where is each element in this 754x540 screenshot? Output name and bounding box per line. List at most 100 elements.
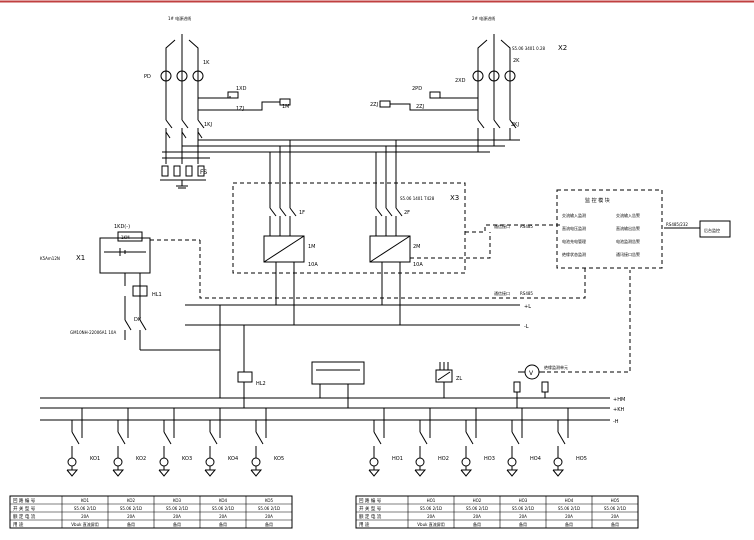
rect1-amp: 10A <box>308 262 318 268</box>
table-cell: KO3 <box>173 498 182 503</box>
table-cell: HO1 <box>427 498 436 503</box>
feeder-label-ko5: KO5 <box>274 456 284 462</box>
plus-l-label: +L <box>524 304 531 310</box>
table-cell: 20A <box>519 514 527 519</box>
feeder-breaker <box>506 408 523 477</box>
feeder-breaker <box>460 408 477 477</box>
zl-label: ZL <box>456 376 462 382</box>
rect2-amp: 10A <box>413 262 423 268</box>
table-cell: 备用 <box>173 521 181 527</box>
comm-label-1: 通信接口 <box>494 223 510 229</box>
table-cell: 备用 <box>265 521 273 527</box>
monitor-row-r3: 电池监测告警 <box>616 238 640 244</box>
x1-left-label: K5Am12N <box>40 256 60 261</box>
insulation-label: 绝缘监测单元 <box>544 364 568 370</box>
table-cell: 备用 <box>519 521 527 527</box>
monitor-row-3: 电池充电管理 <box>562 238 586 244</box>
table-row-header: 额 定 电 流 <box>359 513 382 520</box>
table-cell: KO1 <box>81 498 90 503</box>
feeder-label-ko3: KO3 <box>182 456 192 462</box>
zj1-label: 1ZJ <box>236 106 244 112</box>
feeder-breaker <box>414 408 431 477</box>
feeder-breaker <box>158 408 175 477</box>
table-cell: KO2 <box>127 498 136 503</box>
xd2-label: 2XD <box>455 78 466 84</box>
rs485-label-2: RS485 <box>520 291 533 296</box>
monitor-row-r2: 直流输出告警 <box>616 225 640 231</box>
upper-box-label: 后台监控 <box>704 227 720 233</box>
table-cell: 20A <box>473 514 481 519</box>
rs232-label: RS485/232 <box>666 222 688 227</box>
fs-label: FS <box>200 169 207 176</box>
rect2-name: 2M <box>413 244 421 250</box>
table-cell: HO3 <box>519 498 528 503</box>
pd2-label: 2PD <box>412 86 422 92</box>
table-cell: 20A <box>565 514 573 519</box>
table-cell: S5.06 2/1D <box>212 506 234 511</box>
feeder-breaker <box>552 408 569 477</box>
feeder-breaker <box>368 408 385 477</box>
table-cell: Vbuk 直流屏用 <box>417 521 444 527</box>
table-cell: 备用 <box>127 521 135 527</box>
monitor-row-2: 直流电压监测 <box>562 225 586 231</box>
table-cell: HO2 <box>473 498 482 503</box>
feeder-breaker <box>66 408 83 477</box>
hl2-label: HL2 <box>256 381 266 387</box>
table-cell: S5.06 2/1D <box>258 506 280 511</box>
table-cell: S5.06 2/1D <box>166 506 188 511</box>
feeder-label-ho5: HO5 <box>576 456 587 462</box>
table-cell: 20A <box>173 514 181 519</box>
dk-spec-label: GM10NH-22006A1 10A <box>70 330 116 335</box>
diagram-labels: 1# 电源进线 2# 电源进线 PD 1K 1XD 1M 1ZJ 1KJ FS … <box>40 15 720 425</box>
table-cell: 备用 <box>473 521 481 527</box>
table-cell: 20A <box>127 514 135 519</box>
kj-mid-label: 2ZJ <box>416 104 424 110</box>
table-row-header: 开 关 型 号 <box>13 505 36 512</box>
feeder-label-ho1: HO1 <box>392 456 403 462</box>
table-row-header: 回 路 编 号 <box>359 497 382 504</box>
feeder-labels: KO1 KO2 KO3 KO4 KO5 HO1 HO2 HO3 HO4 HO5 <box>90 456 587 462</box>
spec-right-label: S5.06 3401 0.28 <box>512 46 546 51</box>
bus-kh-label: +KH <box>613 407 624 413</box>
battery-top-label: 1KD(-) <box>114 224 130 230</box>
table-cell: 备用 <box>219 521 227 527</box>
incoming2-label: 2# 电源进线 <box>472 15 495 21</box>
table-row-header: 用 途 <box>13 521 24 528</box>
k1-label: 1K <box>203 60 210 66</box>
zj2-label: 2ZJ <box>370 102 378 108</box>
feeder-label-ko2: KO2 <box>136 456 146 462</box>
table-row-header: 额 定 电 流 <box>13 513 36 520</box>
table-row-header: 回 路 编 号 <box>13 497 36 504</box>
m1-label: 1M <box>282 104 290 110</box>
kj2-label: 2KJ <box>511 122 519 128</box>
monitor-row-r4: 通讯接口告警 <box>616 251 640 257</box>
table-cell: S5.06 2/1D <box>558 506 580 511</box>
table-cell: S5.06 2/1D <box>120 506 142 511</box>
rect-spec-label: S5.06 1401 T428 <box>400 196 435 201</box>
table-cell: S5.06 2/1D <box>420 506 442 511</box>
table-cell: 20A <box>81 514 89 519</box>
monitor-row-4: 绝缘状态监测 <box>562 251 586 257</box>
f2-label: 2F <box>404 210 410 216</box>
wiring-lines <box>40 34 731 421</box>
voltmeter-label: V <box>529 370 534 377</box>
table-cell: 20A <box>611 514 619 519</box>
monitor-row-r1: 交流输入告警 <box>616 212 640 218</box>
table-cell: 备用 <box>565 521 573 527</box>
table-cell: HO5 <box>611 498 620 503</box>
table-cell: 20A <box>219 514 227 519</box>
table-cell: S5.06 2/1D <box>466 506 488 511</box>
feeder-breaker <box>204 408 221 477</box>
table-cell: HO4 <box>565 498 574 503</box>
table-cell: Vbuk 直流屏用 <box>71 521 98 527</box>
pd1-label: PD <box>144 74 151 80</box>
dk-label: DK <box>134 317 142 323</box>
x3-label: X3 <box>450 194 459 202</box>
feeder-breakers <box>66 408 569 477</box>
bus-h-label: -H <box>613 419 619 425</box>
feeder-label-ho3: HO3 <box>484 456 495 462</box>
incoming-switch-symbols <box>160 70 516 108</box>
